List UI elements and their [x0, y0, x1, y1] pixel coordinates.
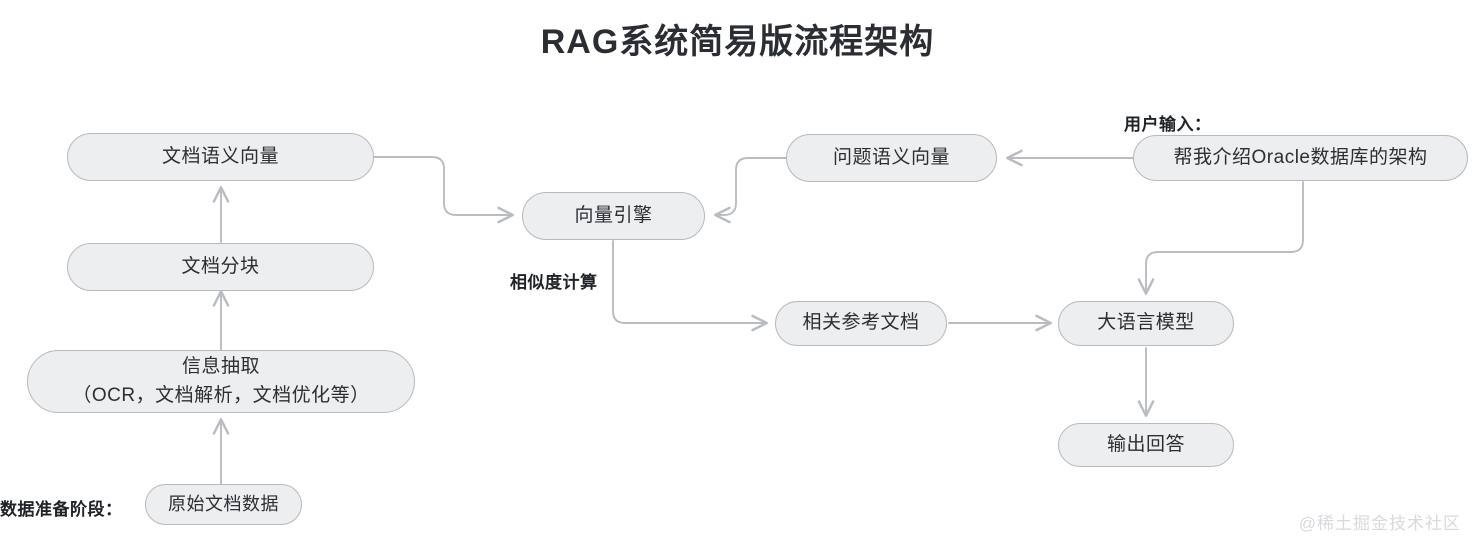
node-llm[interactable]: 大语言模型: [1058, 301, 1234, 346]
node-raw-doc[interactable]: 原始文档数据: [145, 484, 302, 525]
edge-doc-vector-to-vector-engine: [373, 156, 514, 224]
page-title: RAG系统简易版流程架构: [540, 23, 935, 61]
caption-user-input: 用户输入：: [1124, 115, 1212, 134]
watermark: @稀土掘金技术社区: [1298, 514, 1461, 533]
node-doc-chunk[interactable]: 文档分块: [67, 243, 374, 291]
edge-user-query-to-llm: [1137, 181, 1304, 295]
node-vector-engine[interactable]: 向量引擎: [522, 192, 705, 240]
node-answer[interactable]: 输出回答: [1058, 423, 1234, 467]
node-doc-vector[interactable]: 文档语义向量: [67, 133, 374, 181]
node-user-query[interactable]: 帮我介绍Oracle数据库的架构: [1133, 135, 1468, 181]
caption-data-prep-stage: 数据准备阶段：: [0, 500, 123, 519]
node-related-docs[interactable]: 相关参考文档: [775, 301, 947, 346]
caption-similarity: 相似度计算: [510, 273, 598, 292]
node-query-vector[interactable]: 问题语义向量: [786, 134, 997, 182]
edge-vector-engine-to-related-docs: [612, 240, 768, 332]
edge-query-vector-to-vector-engine: [714, 157, 787, 224]
node-info-extract[interactable]: 信息抽取 （OCR，文档解析，文档优化等）: [27, 350, 415, 413]
